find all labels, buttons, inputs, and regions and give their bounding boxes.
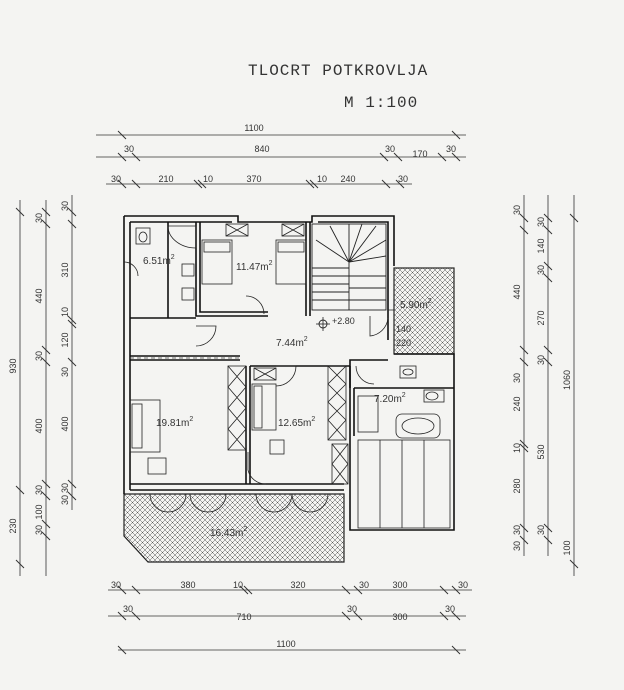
dim-bottom-row2: 30 (445, 604, 455, 614)
room-area-label: 11.47m2 (236, 260, 273, 273)
room-area-label: 12.65m2 (278, 416, 315, 429)
dim-right-col1: 30 (512, 373, 522, 383)
dim-bottom-overall: 1100 (276, 639, 295, 649)
room-area-label: 19.81m2 (156, 416, 193, 429)
dim-top-row2: 170 (412, 149, 427, 159)
dim-left-overall-930: 930 (8, 358, 18, 373)
dim-bottom-row2: 710 (236, 612, 251, 622)
dim-top-row2: 840 (254, 144, 269, 154)
dim-left-col2: 440 (34, 288, 44, 303)
dim-bottom-row1: 30 (458, 580, 468, 590)
dim-left-col3: 400 (60, 416, 70, 431)
stair-label: 140 (396, 324, 411, 334)
dim-top-row3: 10 (203, 174, 213, 184)
dim-right-col1: 30 (512, 205, 522, 215)
dim-left-col2: 30 (34, 213, 44, 223)
dim-bottom-row2: 300 (392, 612, 407, 622)
dim-top-row2: 30 (446, 144, 456, 154)
dim-right-col1: 30 (512, 525, 522, 535)
dim-bottom-row1: 10 (233, 580, 243, 590)
dim-right-col2: 140 (536, 238, 546, 253)
bottom-dimension-lines (108, 585, 472, 655)
dim-top-row3: 240 (340, 174, 355, 184)
doors (123, 261, 395, 513)
dim-left-col2: 30 (34, 525, 44, 535)
dim-left-overall-230: 230 (8, 518, 18, 533)
dim-bottom-row1: 380 (180, 580, 195, 590)
walls (123, 215, 455, 531)
dim-top-row2: 30 (124, 144, 134, 154)
dim-left-col3: 30 (60, 495, 70, 505)
dim-right-col2: 530 (536, 444, 546, 459)
dim-left-col2: 30 (34, 351, 44, 361)
dim-left-col3: 30 (60, 367, 70, 377)
dim-top-row3: 10 (317, 174, 327, 184)
dim-top-row3: 370 (246, 174, 261, 184)
room-area-label: 5.90m2 (400, 298, 432, 311)
dim-top-row2: 30 (385, 144, 395, 154)
dim-right-overall: 1060 (562, 370, 572, 390)
dim-top-row3: 30 (111, 174, 121, 184)
furniture (129, 225, 451, 529)
dim-right-col2: 30 (536, 525, 546, 535)
dim-left-col2: 400 (34, 418, 44, 433)
room-area-label: 7.20m2 (374, 392, 406, 405)
drawing-scale: M 1:100 (344, 94, 419, 112)
dim-bottom-row1: 30 (359, 580, 369, 590)
dim-right-col1: 10 (512, 443, 522, 453)
dim-right-col1: 280 (512, 478, 522, 493)
dim-right-col2: 30 (536, 217, 546, 227)
room-area-label: 6.51m2 (143, 254, 175, 267)
dim-top-row3: 210 (158, 174, 173, 184)
staircase (311, 223, 387, 311)
dim-bottom-row2: 30 (347, 604, 357, 614)
dim-left-col3: 310 (60, 262, 70, 277)
dim-right-col1: 440 (512, 284, 522, 299)
dim-right-col2: 100 (562, 540, 572, 555)
left-dimension-lines (15, 195, 77, 576)
dim-left-col3: 30 (60, 201, 70, 211)
room-area-label: 7.44m2 (276, 336, 308, 349)
dim-left-col3: 120 (60, 332, 70, 347)
dim-left-col3: 10 (60, 307, 70, 317)
right-dimension-lines (519, 195, 579, 576)
dim-right-col2: 30 (536, 355, 546, 365)
dim-bottom-row2: 30 (123, 604, 133, 614)
level-label: +2.80 (332, 316, 355, 326)
dim-left-col2: 100 (34, 504, 44, 519)
balcony-terrace (123, 493, 345, 563)
dim-right-col1: 30 (512, 541, 522, 551)
level-marker (316, 317, 330, 331)
dim-right-col2: 270 (536, 310, 546, 325)
dim-right-col2: 30 (536, 265, 546, 275)
dim-bottom-row1: 30 (111, 580, 121, 590)
dim-top-overall: 1100 (244, 123, 263, 133)
balcony-side (393, 267, 455, 355)
dim-left-col3: 30 (60, 483, 70, 493)
dim-bottom-row1: 300 (392, 580, 407, 590)
room-area-label: 16.43m2 (210, 526, 247, 539)
top-dimension-lines (96, 130, 466, 189)
dim-right-col1: 240 (512, 396, 522, 411)
dim-bottom-row1: 320 (290, 580, 305, 590)
dim-left-col2: 30 (34, 485, 44, 495)
dim-top-row3: 30 (398, 174, 408, 184)
wardrobes (225, 223, 349, 485)
drawing-title: TLOCRT POTKROVLJA (248, 62, 429, 80)
stair-label: 220 (396, 338, 411, 348)
